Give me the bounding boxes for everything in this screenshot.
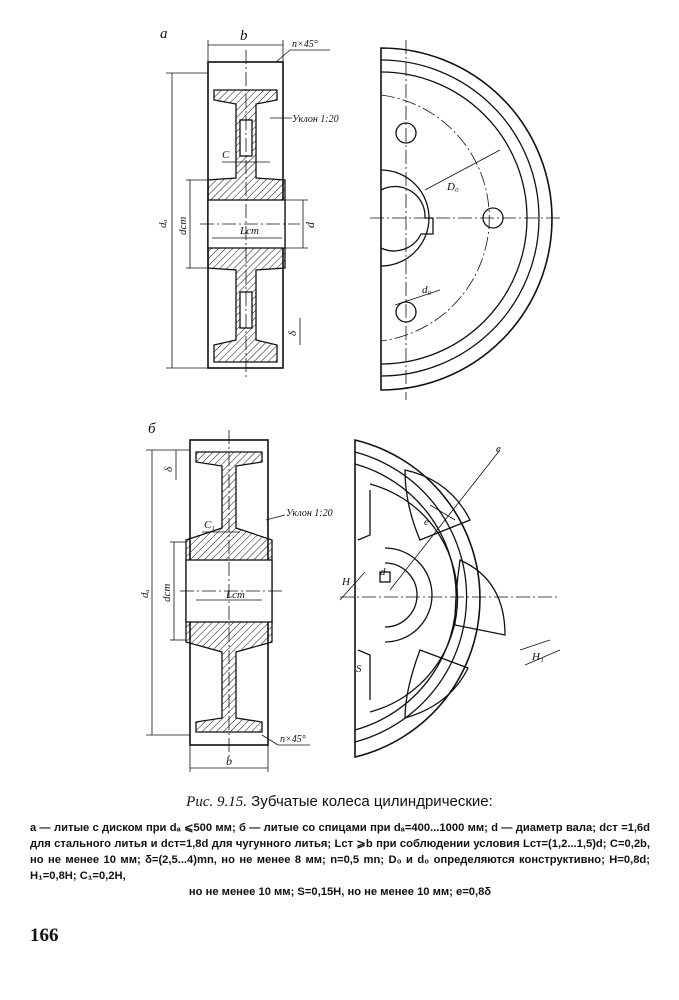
dim-S: S bbox=[356, 663, 362, 675]
figure-legend: а — литые с диском при dₐ ⩽500 мм; б — л… bbox=[30, 820, 650, 900]
figure-title: Зубчатые колеса цилиндрические: bbox=[251, 793, 493, 810]
dim-e2: e bbox=[424, 516, 429, 528]
dim-chamfer: n×45° bbox=[280, 734, 306, 745]
dim-H: H bbox=[341, 576, 351, 588]
dim-b: b bbox=[240, 28, 248, 44]
figure-b-label: б bbox=[148, 421, 156, 437]
legend-text-last: но не менее 10 мм; S=0,15H, но не менее … bbox=[188, 886, 492, 898]
gear-drawings: a b n×45° Уклон 1:20 C dₐ dст Lст d δ D₀… bbox=[139, 26, 561, 772]
dim-delta: δ bbox=[163, 466, 175, 472]
dim-d0: d₀ bbox=[422, 284, 432, 296]
figure-a-label: a bbox=[160, 26, 168, 42]
figure-number: Рис. 9.15. bbox=[186, 794, 247, 810]
dim-delta: δ bbox=[287, 330, 299, 336]
dim-e1: e bbox=[496, 443, 501, 455]
dim-lst: Lст bbox=[225, 589, 245, 601]
dim-D0: D₀ bbox=[446, 181, 459, 193]
page-number: 166 bbox=[30, 925, 59, 946]
figure-a-section bbox=[200, 50, 300, 380]
dim-d: d bbox=[303, 221, 317, 228]
dim-da: dₐ bbox=[139, 589, 151, 598]
figure-a-dimensions bbox=[166, 40, 330, 369]
dim-H1: H₁ bbox=[531, 651, 544, 663]
legend-text: а — литые с диском при dₐ ⩽500 мм; б — л… bbox=[30, 822, 650, 882]
dim-dst: dст bbox=[161, 584, 173, 602]
figure-caption-title: Рис. 9.15. Зубчатые колеса цилиндрически… bbox=[0, 793, 679, 811]
dim-c1: C₁ bbox=[204, 519, 215, 531]
dim-b: b bbox=[226, 754, 232, 768]
dim-dst: dст bbox=[177, 217, 189, 235]
slope-label: Уклон 1:20 bbox=[286, 508, 333, 519]
dim-lst: Lст bbox=[239, 225, 259, 237]
figure-b-section bbox=[180, 430, 282, 760]
dim-da: dₐ bbox=[157, 219, 169, 228]
figure-b-dimensions bbox=[146, 449, 310, 772]
figure-b-front-view bbox=[339, 438, 561, 759]
figure-a-front-view bbox=[370, 40, 560, 400]
dim-d: d bbox=[380, 566, 386, 578]
dim-chamfer: n×45° bbox=[292, 39, 318, 50]
slope-label: Уклон 1:20 bbox=[292, 114, 339, 125]
dim-c: C bbox=[222, 149, 230, 161]
